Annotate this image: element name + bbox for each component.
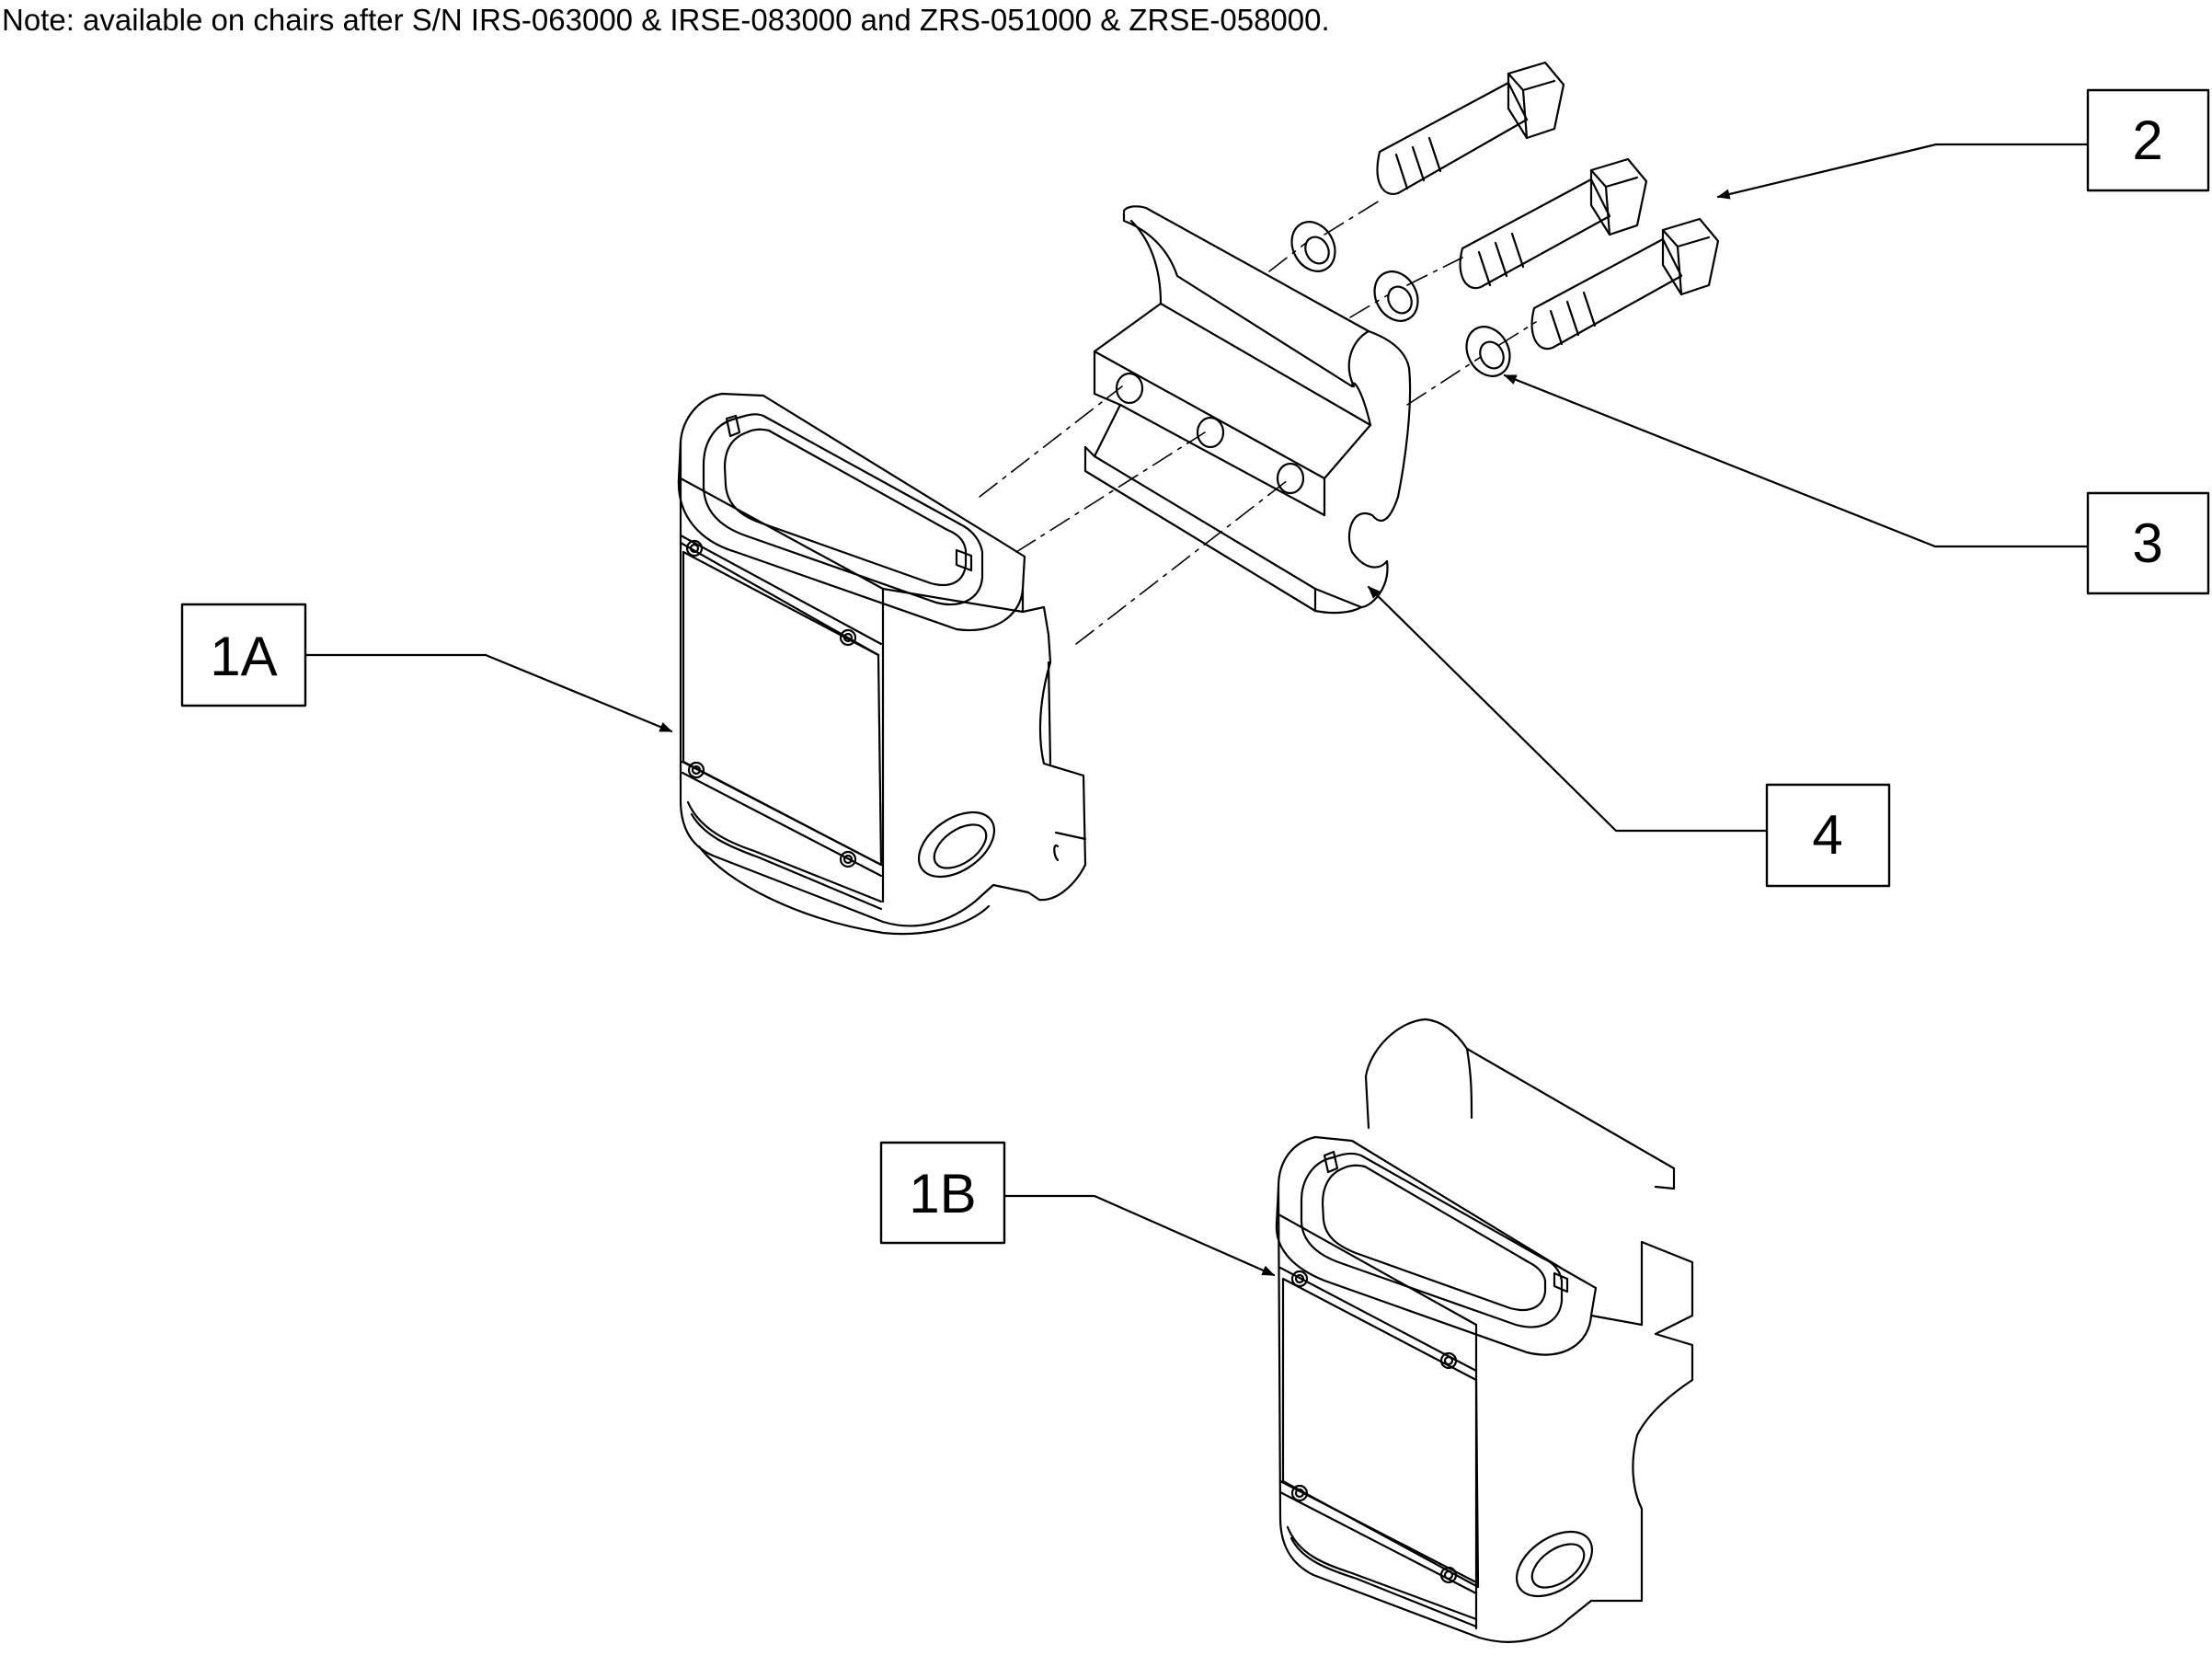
drawing-note: Note: available on chairs after S/N IRS-… (2, 3, 1330, 37)
part-4-clamp-bracket (1083, 205, 1412, 615)
callout-1b-label: 1B (909, 1163, 976, 1224)
part-1a-receiver-block (677, 392, 1087, 936)
callout-2-label: 2 (2132, 109, 2162, 171)
part-2-bolts (1376, 61, 1720, 351)
callout-4-label: 4 (1812, 804, 1842, 866)
part-3-washers (1290, 221, 1511, 377)
callout-2: 2 (1716, 88, 2210, 200)
callout-4: 4 (1367, 585, 1891, 888)
callout-3: 3 (1503, 374, 2210, 595)
callout-1a-label: 1A (210, 626, 277, 687)
part-1b-receiver-block (1275, 1017, 1694, 1643)
assembly-center-lines (979, 200, 1537, 645)
callout-3-label: 3 (2132, 512, 2162, 574)
callout-1a: 1A (180, 603, 673, 733)
callout-1b: 1B (879, 1141, 1276, 1277)
